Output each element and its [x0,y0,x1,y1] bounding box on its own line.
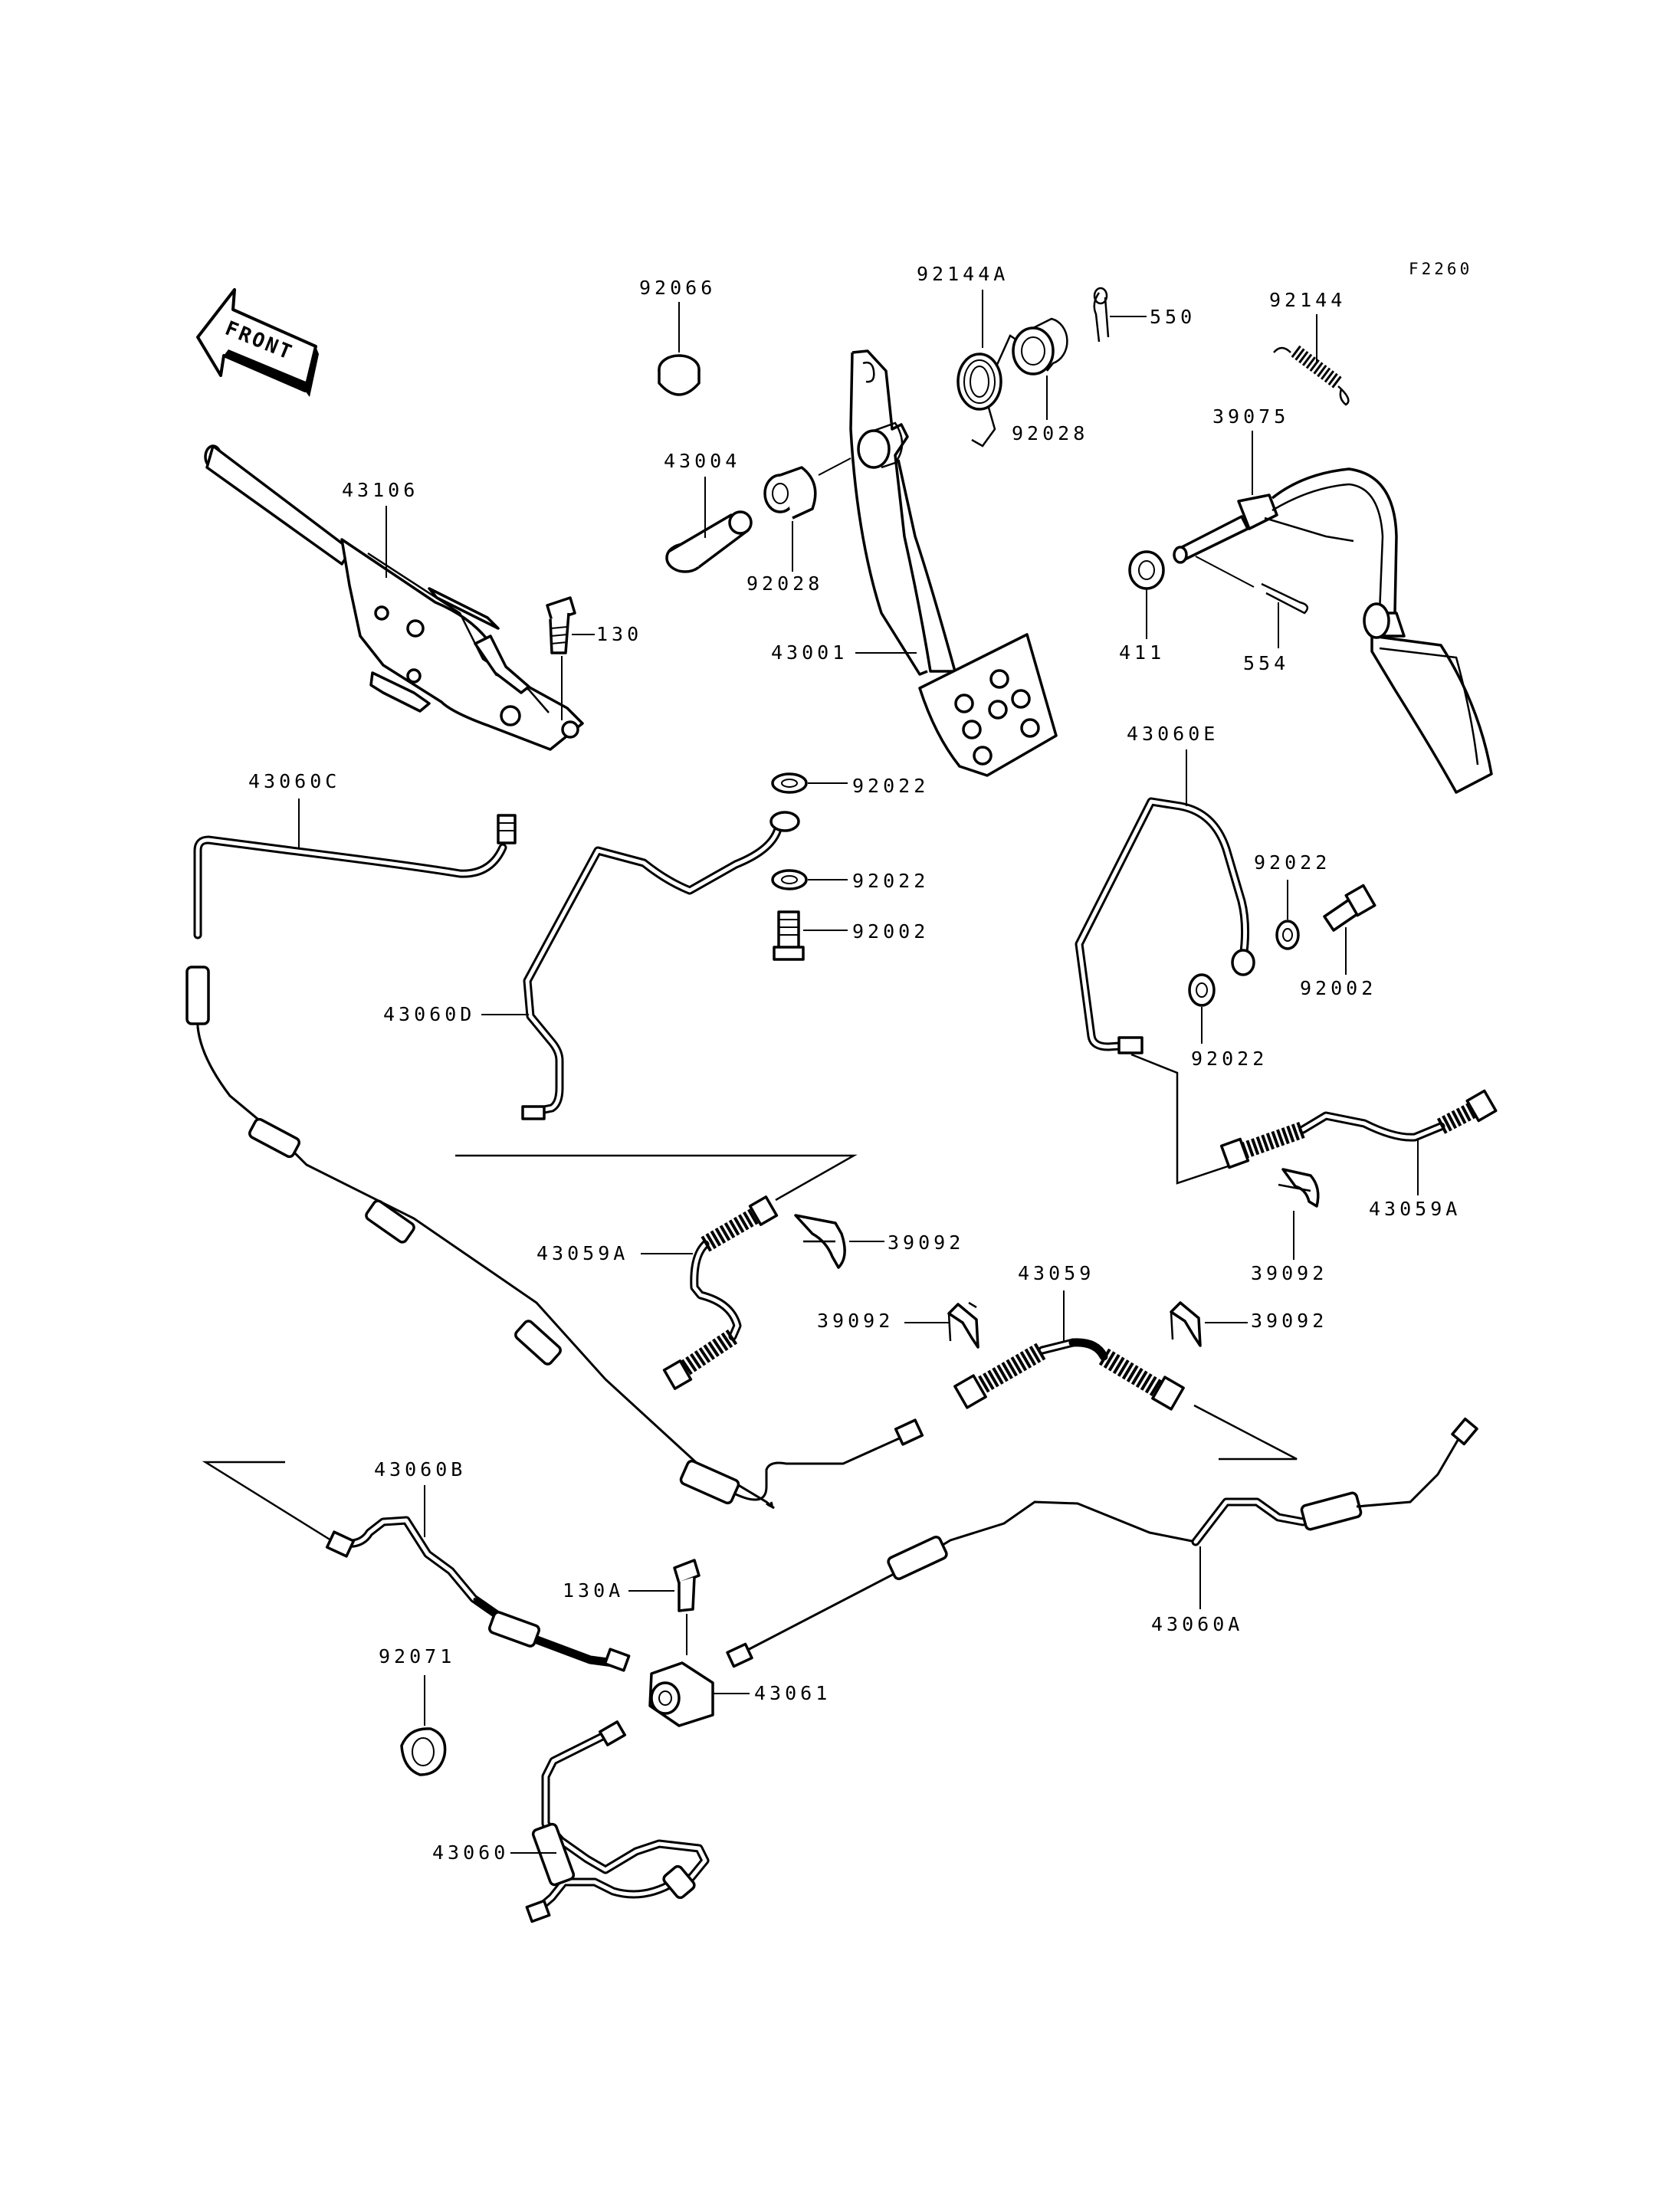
part-130A-bolt [673,1559,701,1612]
callout-39092-b: 39092 [1251,1262,1327,1284]
part-411-washer [1128,550,1165,590]
callout-43061: 43061 [754,1682,831,1704]
part-92144A-torsion-spring [956,334,1020,448]
callout-43060C: 43060C [248,770,340,792]
part-43060B-brake-line [325,1516,631,1672]
callout-92144A: 92144A [917,263,1009,285]
part-43106-parking-brake-lever [204,444,584,751]
part-43060-brake-line [525,1720,710,1923]
part-43060D-brake-line [521,811,800,1120]
callout-411: 411 [1119,641,1165,664]
callout-92071: 92071 [379,1645,455,1667]
callout-92022-c: 92022 [1254,851,1331,874]
part-92144-tension-spring [1273,345,1350,406]
part-43004-pin [665,510,753,573]
part-43001-brake-pedal [849,349,1058,777]
part-43060C-brake-line [193,814,517,939]
part-43059-hose-center [953,1338,1185,1411]
part-92022-washer-c [1275,920,1300,950]
front-arrow-icon: FRONT [196,288,319,397]
callout-92028-top: 92028 [1012,422,1088,444]
callout-39092-a: 39092 [888,1231,964,1254]
callout-130A: 130A [563,1579,624,1602]
part-43059A-hose-right [1219,1089,1498,1169]
part-92002-bolt-b [1323,884,1376,932]
connection-line-d [455,1154,858,1202]
callout-92022-a: 92022 [852,775,929,797]
part-92022-washer-a [771,772,808,794]
part-43060E-brake-line [1075,797,1255,1054]
callout-43059: 43059 [1018,1262,1094,1284]
leader-411-pin [1195,556,1255,588]
part-43061-joint [648,1661,714,1727]
callout-92144: 92144 [1269,289,1346,311]
callout-92002-b: 92002 [1300,977,1376,999]
callout-43001: 43001 [771,641,848,664]
callout-92022-d: 92022 [1191,1048,1268,1070]
callout-43059A-a: 43059A [536,1242,628,1264]
connection-line-e [1130,1053,1233,1185]
callout-43060E: 43060E [1127,723,1219,745]
connection-line-43059 [1193,1404,1298,1461]
figure-code: F2260 [1409,260,1472,278]
callout-92066: 92066 [639,277,716,299]
part-92071-grommet [400,1727,447,1776]
part-92002-bolt-a [773,910,805,961]
part-43060C-cable-run [185,966,924,1510]
callout-43060B: 43060B [374,1458,466,1481]
callout-43059A-b: 43059A [1369,1198,1461,1220]
callout-130: 130 [596,623,642,645]
callout-43060A: 43060A [1151,1613,1243,1635]
part-92028-bushing-lower [763,466,817,520]
callout-43060: 43060 [432,1841,509,1864]
part-130-bolt [546,596,576,654]
part-39075-pedal-assembly [1173,467,1493,794]
callout-92028-lower: 92028 [746,572,823,595]
callout-43004: 43004 [664,450,740,472]
callout-92022-b: 92022 [852,870,929,892]
part-92022-washer-d [1188,973,1216,1007]
leader-pedal-axis [818,457,851,476]
part-550-cotter-pin [1093,287,1110,343]
callout-92002-a: 92002 [852,920,929,943]
part-92028-bushing-top [1012,317,1068,375]
callout-39092-d: 39092 [1251,1310,1327,1332]
callout-39075: 39075 [1212,405,1289,428]
callout-43060D: 43060D [383,1003,475,1025]
connection-line-b [202,1461,344,1549]
part-39092-clip-a [794,1214,846,1269]
callout-550: 550 [1150,306,1196,328]
part-92022-washer-b [771,869,808,890]
callout-554: 554 [1243,652,1289,674]
part-39092-clip-b [1278,1168,1320,1208]
part-92066-cap [658,354,701,396]
part-39092-clip-d [1170,1301,1202,1347]
callout-43106: 43106 [342,479,418,501]
part-554-pin [1261,582,1309,615]
part-39092-clip-c [947,1301,979,1349]
part-43060A-brake-line [726,1417,1478,1668]
part-43059A-hose-left [662,1195,779,1390]
callout-39092-c: 39092 [817,1310,894,1332]
